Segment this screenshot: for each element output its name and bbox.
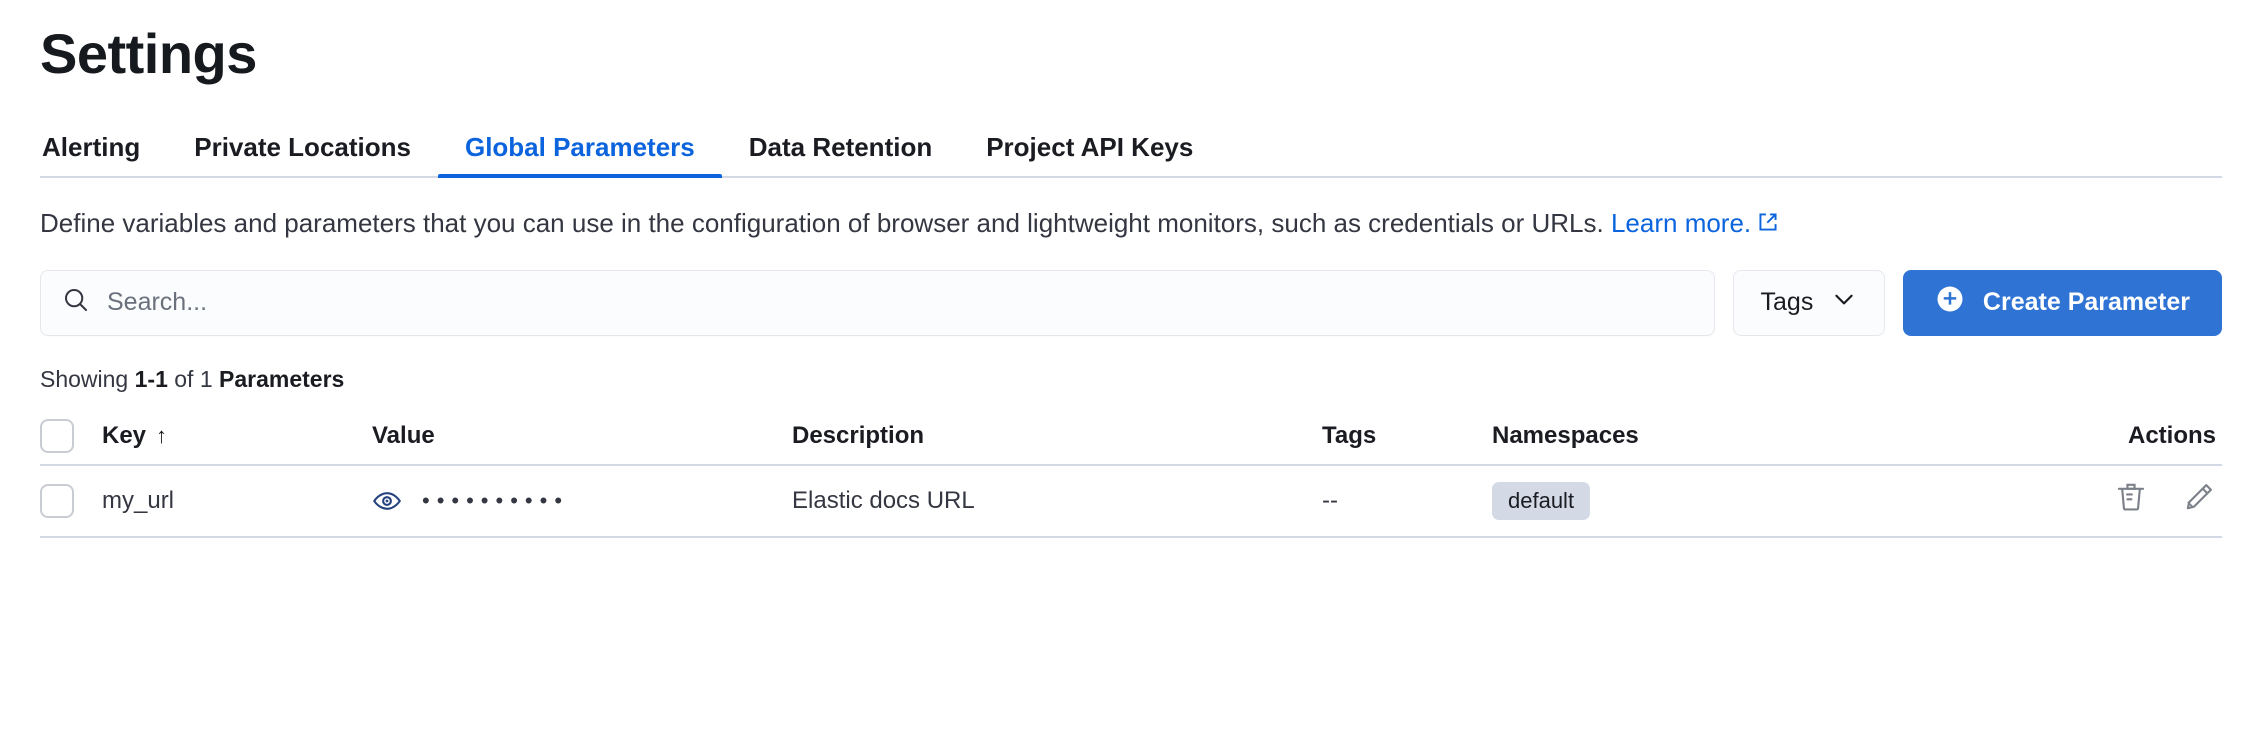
page-description: Define variables and parameters that you… <box>40 206 2220 241</box>
row-key-cell: my_url <box>102 464 372 538</box>
tab-alerting[interactable]: Alerting <box>42 132 141 163</box>
showing-entity: Parameters <box>219 365 345 392</box>
row-tags-cell: -- <box>1322 464 1492 538</box>
showing-prefix: Showing <box>40 365 129 392</box>
row-checkbox[interactable] <box>40 483 74 518</box>
row-description-cell: Elastic docs URL <box>792 464 1322 538</box>
search-icon <box>61 285 91 320</box>
column-header-actions: Actions <box>2052 408 2222 466</box>
table-row: my_url •••••••••• Elastic docs UR <box>40 464 2222 538</box>
results-count: Showing 1-1 of 1 Parameters <box>40 366 2222 393</box>
chevron-down-icon <box>1831 286 1857 319</box>
eye-icon[interactable] <box>372 486 402 516</box>
column-header-key[interactable]: Key ↑ <box>102 408 372 466</box>
column-header-value: Value <box>372 408 792 466</box>
table-header-row: Key ↑ Value Description Tags Namespaces A… <box>40 408 2222 466</box>
tags-filter-label: Tags <box>1760 288 1814 317</box>
tags-filter-button[interactable]: Tags <box>1732 269 1885 336</box>
learn-more-link[interactable]: Learn more. <box>1611 208 1779 238</box>
showing-of: of <box>174 365 194 392</box>
create-parameter-button[interactable]: Create Parameter <box>1902 269 2222 336</box>
search-box[interactable] <box>40 269 1715 336</box>
tab-private-locations[interactable]: Private Locations <box>194 132 411 163</box>
parameters-table: Key ↑ Value Description Tags Namespaces A… <box>40 408 2222 538</box>
search-input[interactable] <box>107 270 1694 335</box>
showing-range: 1-1 <box>134 365 168 392</box>
showing-total: 1 <box>199 365 213 392</box>
settings-tabs: Alerting Private Locations Global Parame… <box>40 116 2222 179</box>
tab-project-api-keys[interactable]: Project API Keys <box>986 132 1194 163</box>
create-parameter-label: Create Parameter <box>1982 288 2190 317</box>
column-header-description: Description <box>792 408 1322 466</box>
toolbar: Tags Create Parameter <box>40 269 2222 336</box>
select-all-checkbox[interactable] <box>40 419 74 454</box>
row-select-cell <box>40 464 102 538</box>
row-value-cell: •••••••••• <box>372 464 792 538</box>
delete-icon[interactable] <box>2114 480 2148 514</box>
plus-circle-icon <box>1935 284 1965 321</box>
description-text: Define variables and parameters that you… <box>40 208 1604 239</box>
sort-ascending-icon: ↑ <box>156 423 168 449</box>
edit-icon[interactable] <box>2182 480 2216 514</box>
select-all-header <box>40 408 102 466</box>
page-title: Settings <box>40 22 257 85</box>
learn-more-label: Learn more. <box>1610 208 1752 239</box>
row-actions-cell <box>2052 464 2222 538</box>
external-link-icon <box>1757 207 1779 241</box>
column-header-key-label: Key <box>102 422 147 450</box>
row-namespaces-cell: default <box>1492 464 2052 538</box>
tab-data-retention[interactable]: Data Retention <box>748 132 933 163</box>
masked-value: •••••••••• <box>422 487 570 513</box>
column-header-namespaces: Namespaces <box>1492 408 2052 466</box>
namespace-badge: default <box>1492 481 1591 520</box>
column-header-tags: Tags <box>1322 408 1492 466</box>
tab-global-parameters[interactable]: Global Parameters <box>437 134 722 179</box>
